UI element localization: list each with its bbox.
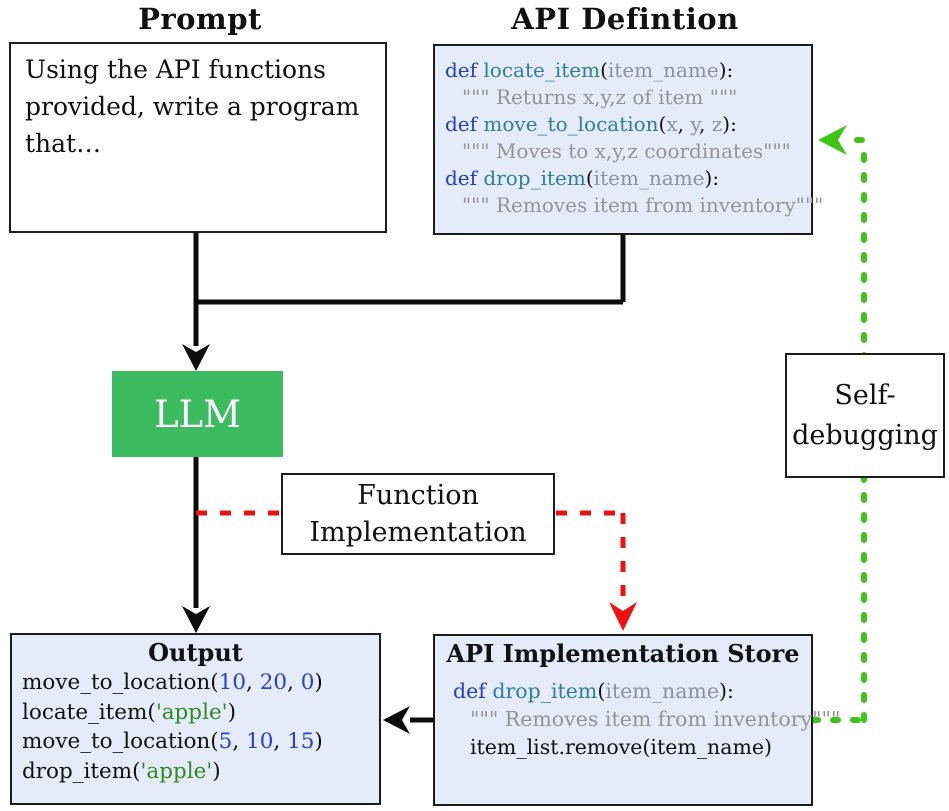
- llm-label: LLM: [153, 392, 242, 436]
- code-line: """ Returns x,y,z of item """: [462, 85, 738, 109]
- output-box-title: Output: [148, 638, 243, 667]
- output-box: Output move_to_location(10, 20, 0) locate…: [10, 633, 381, 805]
- code-line: drop_item('apple'): [22, 758, 221, 784]
- code-line: """ Removes item from inventory""": [470, 707, 841, 731]
- api-implementation-store-box: API Implementation Store def drop_item(i…: [433, 634, 841, 806]
- code-line: """ Moves to x,y,z coordinates""": [462, 139, 791, 163]
- prompt-title: Prompt: [138, 2, 262, 36]
- code-line: def drop_item(item_name):: [453, 679, 734, 703]
- function-implementation-box: Function Implementation: [281, 473, 555, 555]
- prompt-text: Using the API functions provided, write …: [25, 55, 360, 158]
- code-line: def move_to_location(x, y, z):: [445, 112, 737, 136]
- self-debugging-arrowhead: [818, 125, 847, 155]
- function-implementation-arrowhead: [609, 602, 637, 631]
- output-code: move_to_location(10, 20, 0) locate_item('…: [22, 668, 379, 786]
- api-implementation-store-title: API Implementation Store: [446, 639, 800, 668]
- llm-box: LLM: [112, 371, 283, 457]
- self-debugging-box: Self- debugging: [785, 353, 945, 478]
- prompt-box: Using the API functions provided, write …: [9, 42, 387, 233]
- output-arrowhead: [182, 606, 210, 633]
- llm-arrowhead: [182, 344, 210, 371]
- api-definition-code: def locate_item(item_name): """ Returns x…: [445, 57, 824, 219]
- code-line: move_to_location(5, 10, 15): [22, 729, 323, 754]
- code-line: item_list.remove(item_name): [470, 735, 773, 759]
- api-definition-box: def locate_item(item_name): """ Returns x…: [433, 44, 824, 235]
- store-to-output-arrowhead: [383, 706, 410, 734]
- code-line: locate_item('apple'): [22, 699, 236, 725]
- api-implementation-store-code: def drop_item(item_name): """ Removes ite…: [453, 677, 841, 761]
- code-line: """ Removes item from inventory""": [462, 193, 824, 217]
- code-line: move_to_location(10, 20, 0): [22, 670, 323, 695]
- api-definition-title: API Defintion: [511, 2, 739, 36]
- code-line: def locate_item(item_name):: [445, 58, 734, 82]
- function-implementation-label-line2: Implementation: [309, 517, 527, 548]
- self-debugging-label-line1: Self-: [834, 379, 896, 411]
- code-line: def drop_item(item_name):: [445, 166, 720, 190]
- self-debugging-label-line2: debugging: [792, 419, 938, 451]
- function-implementation-label-line1: Function: [357, 480, 479, 511]
